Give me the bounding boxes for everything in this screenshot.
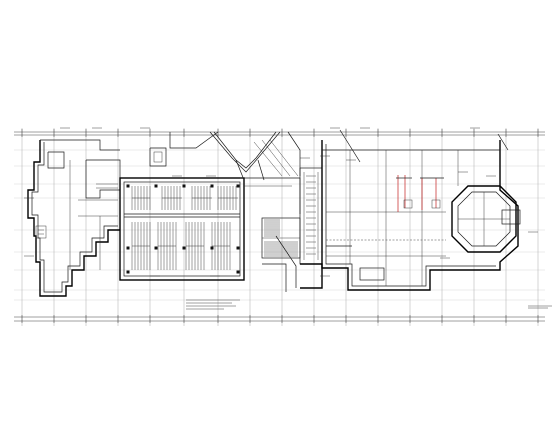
structural-column bbox=[126, 246, 130, 250]
stair-core bbox=[261, 217, 301, 292]
structural-column bbox=[126, 184, 130, 188]
structural-grid bbox=[14, 128, 545, 326]
structural-column bbox=[236, 270, 240, 274]
left-wing-interior bbox=[69, 159, 121, 270]
structural-column bbox=[236, 246, 240, 250]
top-dimension-line bbox=[14, 131, 545, 136]
bottom-dimension-line bbox=[14, 316, 545, 322]
structural-column bbox=[154, 246, 158, 250]
drawing-notes bbox=[186, 299, 240, 310]
structural-column bbox=[210, 184, 214, 188]
ramp-area bbox=[149, 131, 301, 214]
structural-column bbox=[236, 184, 240, 188]
structural-column bbox=[182, 246, 186, 250]
structural-column bbox=[126, 270, 130, 274]
structural-column bbox=[182, 184, 186, 188]
left-wing-outline bbox=[27, 139, 120, 297]
structural-column bbox=[154, 184, 158, 188]
central-block-outline bbox=[119, 177, 245, 281]
right-wing-interior bbox=[326, 150, 459, 286]
column-markers bbox=[126, 184, 240, 274]
right-wing-outline bbox=[321, 129, 519, 291]
parking-stalls-upper bbox=[131, 186, 238, 210]
parking-stalls-lower bbox=[131, 222, 231, 270]
structural-column bbox=[210, 246, 214, 250]
annotation-marks bbox=[24, 127, 538, 277]
scale-mark bbox=[528, 305, 552, 309]
octagonal-room bbox=[451, 185, 521, 253]
